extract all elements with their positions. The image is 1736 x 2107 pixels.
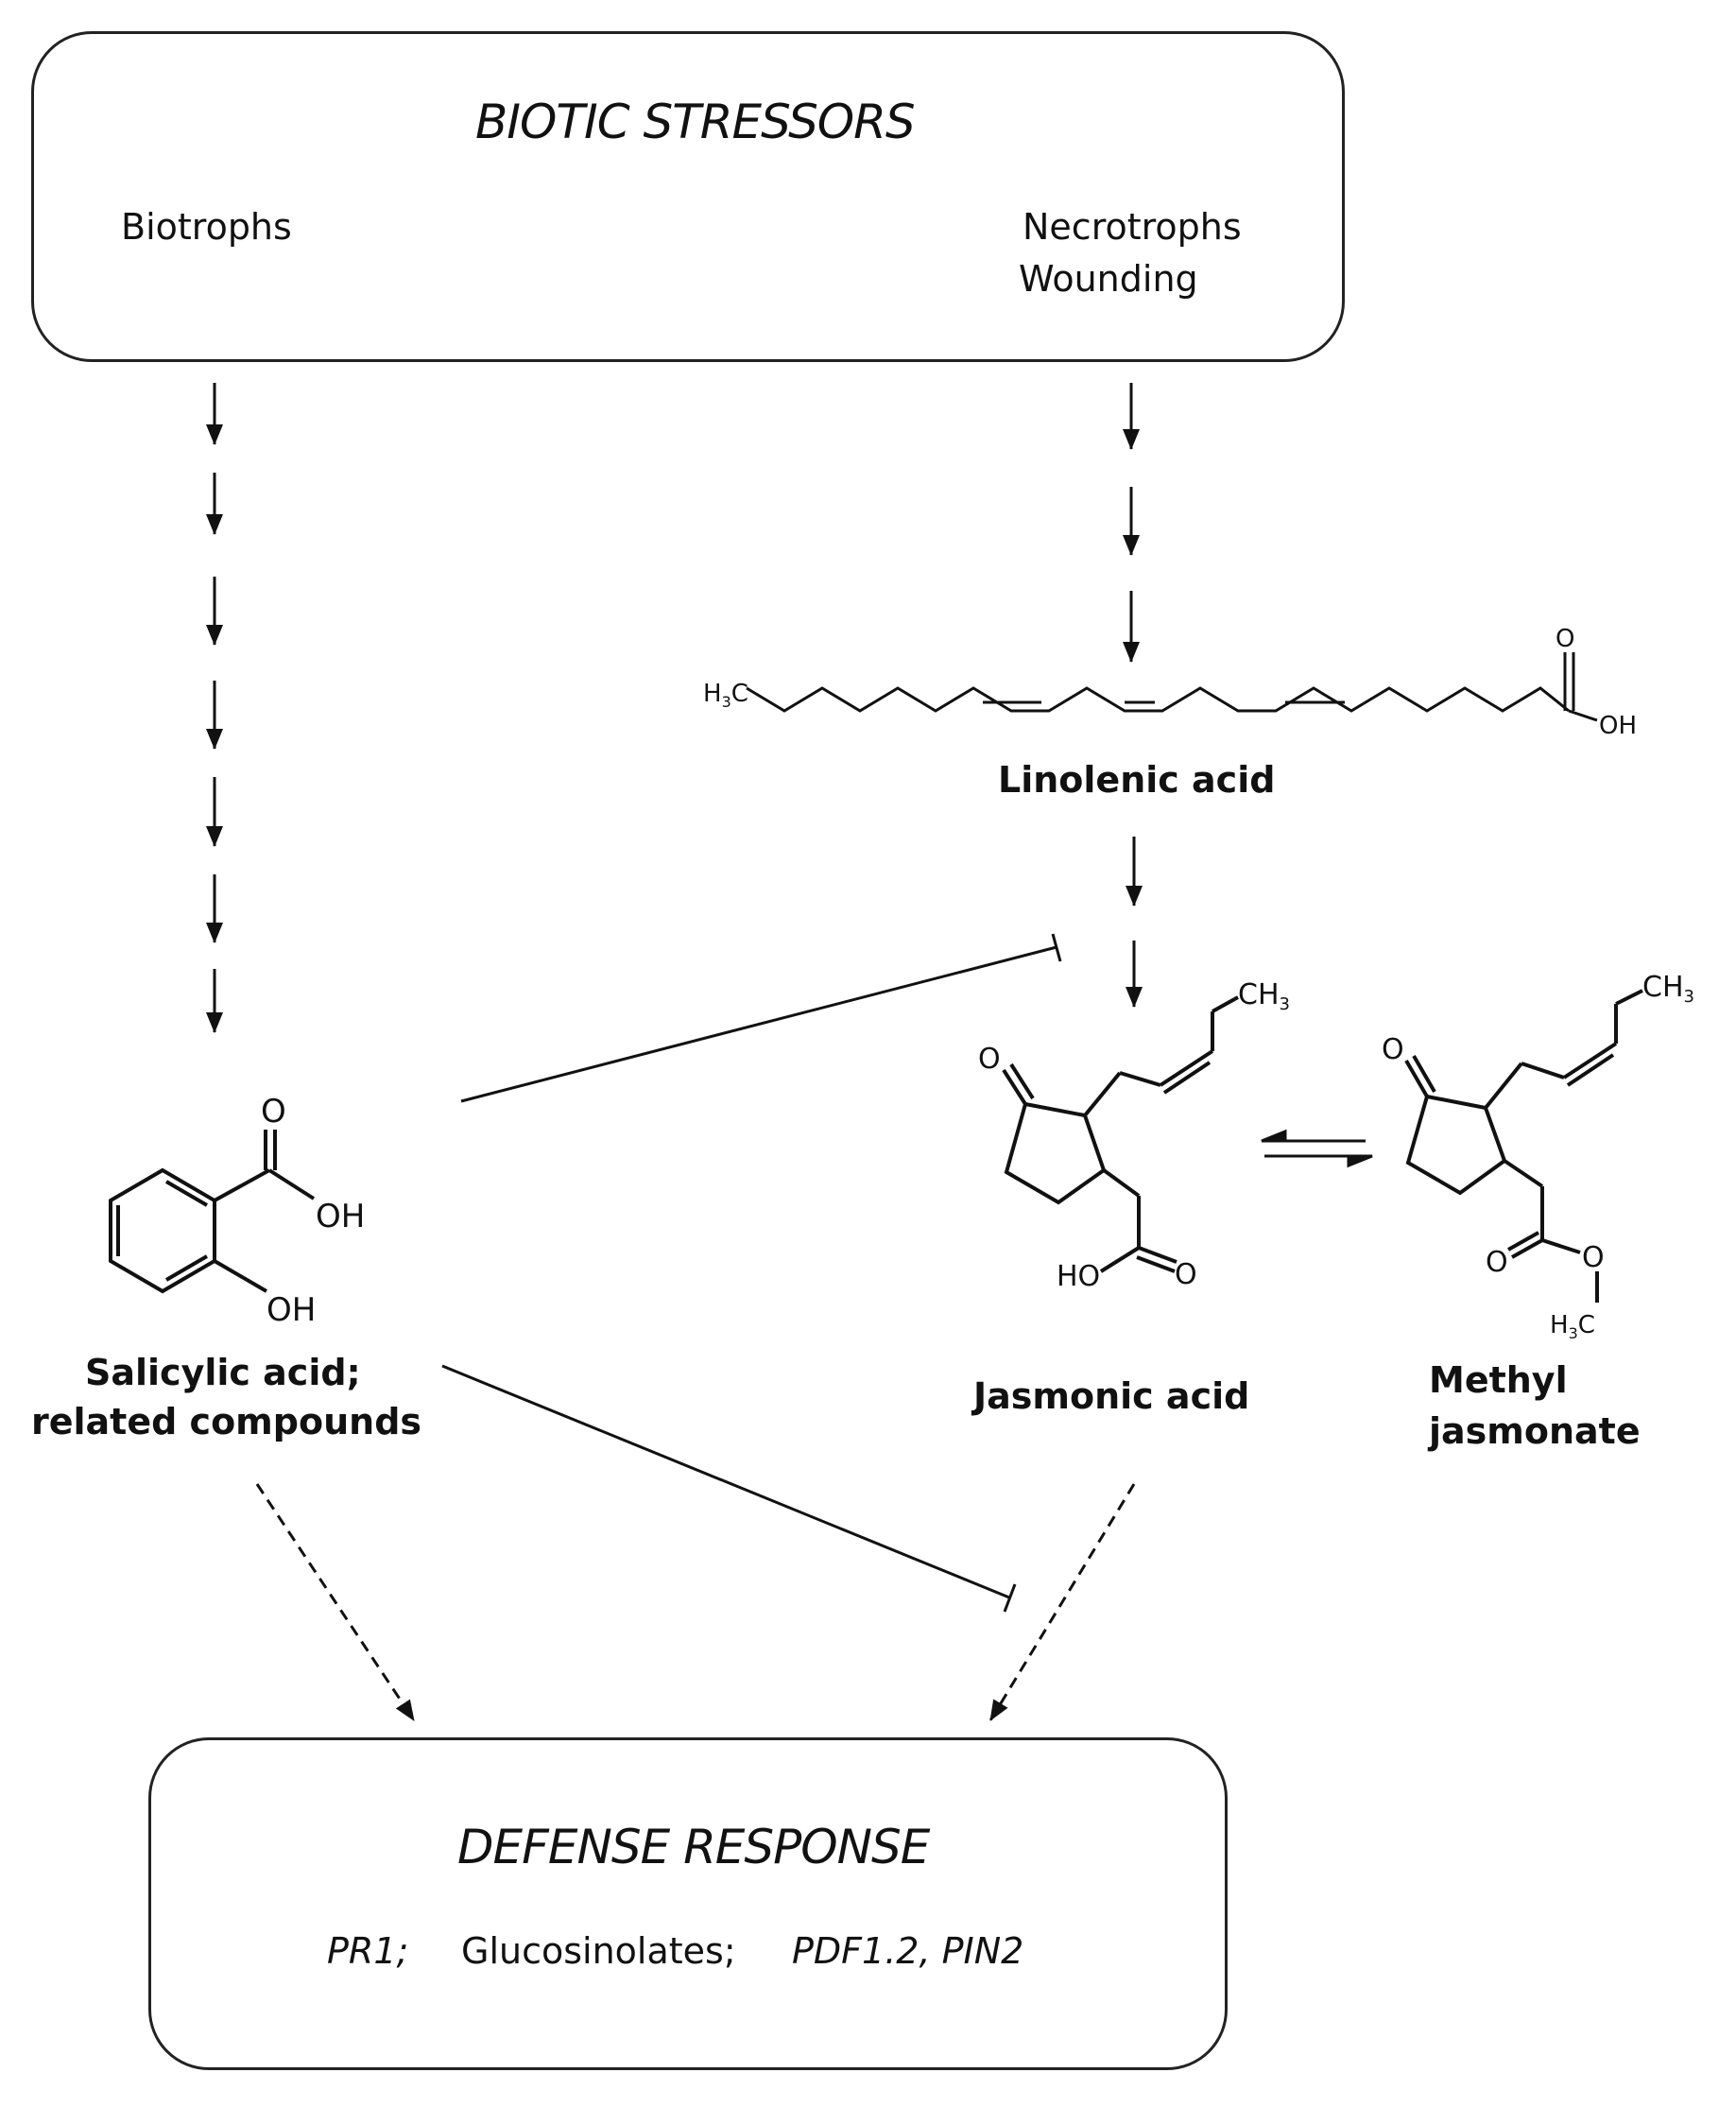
salicylic-carbonyl-o: O (261, 1093, 286, 1131)
linolenic-oh: OH (1599, 712, 1637, 740)
jasmonic-ch3: CH3 (1238, 978, 1290, 1014)
jasmonate-pathway-arrows (1123, 383, 1143, 1008)
jasmonic-carbonyl-o: O (1175, 1258, 1197, 1291)
jasmonic-acid-atoms: O CH3 HO O (978, 978, 1290, 1293)
defense-response-title: DEFENSE RESPONSE (457, 1820, 930, 1874)
biotic-stressors-box (31, 31, 1345, 362)
biotic-stressors-title: BIOTIC STRESSORS (475, 95, 916, 149)
methyl-label: Methyl (1429, 1359, 1568, 1401)
defense-response-box (148, 1737, 1228, 2070)
salicylic-hydroxyl-oh: OH (266, 1291, 316, 1329)
glucosinolates-label: Glucosinolates; (461, 1930, 736, 1972)
linolenic-carbonyl-o: O (1556, 625, 1574, 653)
methyl-jasmonate-atoms: O CH3 O O H3C (1382, 971, 1694, 1342)
jasmonic-acid-label: Jasmonic acid (973, 1375, 1250, 1417)
equilibrium-half-head-left (1261, 1129, 1287, 1143)
dashed-arrow-salicylic (255, 1483, 416, 1721)
inhibition-bar (1003, 1583, 1017, 1613)
salicylic-carboxyl-oh: OH (316, 1198, 365, 1235)
jasmonic-acid-structure (1002, 995, 1239, 1273)
biotrophs-label: Biotrophs (121, 206, 292, 248)
jasmonic-ho: HO (1057, 1260, 1100, 1293)
methyl-jasmonate-ch3: CH3 (1642, 971, 1694, 1007)
linolenic-h3c: H3C (703, 680, 748, 711)
linolenic-acid-structure (746, 652, 1598, 722)
inhibition-lines (441, 933, 1062, 1613)
methyl-jasmonate-structure (1404, 989, 1643, 1303)
related-compounds-label: related compounds (31, 1401, 422, 1442)
dashed-arrow-jasmonic (988, 1483, 1136, 1721)
inhibition-bar (1051, 933, 1062, 962)
methyl-jasmonate-ketone-o: O (1382, 1033, 1404, 1066)
pdf-pin-label: PDF1.2, PIN2 (792, 1930, 1024, 1972)
jasmonate-label: jasmonate (1429, 1410, 1641, 1452)
jasmonic-ketone-o: O (978, 1043, 1001, 1076)
wounding-label: Wounding (1019, 258, 1198, 300)
methyl-jasmonate-carbonyl-o: O (1486, 1246, 1508, 1279)
inhibition-line-jasmonate-response (441, 1364, 1010, 1599)
necrotrophs-label: Necrotrophs (1023, 206, 1242, 248)
salicylic-acid-label: Salicylic acid; (85, 1352, 361, 1393)
pr1-label: PR1; (327, 1930, 409, 1972)
equilibrium-half-head-right (1347, 1154, 1373, 1168)
equilibrium-arrows (1261, 1129, 1373, 1168)
methyl-jasmonate-ester-o: O (1582, 1241, 1605, 1274)
linolenic-acid-label: Linolenic acid (998, 759, 1276, 801)
linolenic-acid-atoms: H3C O OH (703, 625, 1637, 740)
salicylic-acid-structure (109, 1130, 316, 1294)
salicylic-acid-atoms: O OH OH (261, 1093, 365, 1329)
methyl-jasmonate-h3c: H3C (1550, 1311, 1595, 1342)
dashed-arrows (255, 1483, 1136, 1721)
inhibition-line-jasmonic-synthesis (460, 945, 1057, 1103)
